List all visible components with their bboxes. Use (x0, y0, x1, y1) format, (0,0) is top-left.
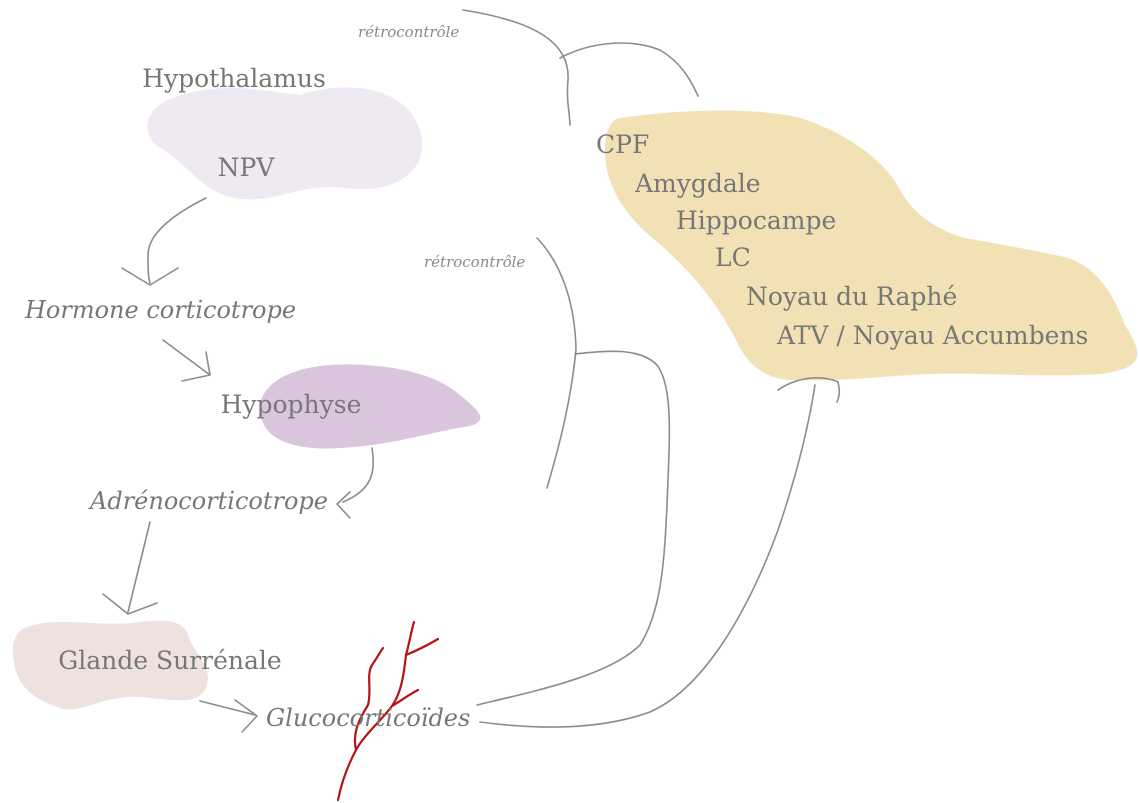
hypothalamus-blob (147, 87, 423, 200)
surrenale-blob (12, 620, 208, 710)
brain-target-item: Amygdale (634, 169, 761, 198)
crh-label: Hormone corticotrope (24, 296, 296, 324)
brain-target-item: Hippocampe (676, 206, 836, 235)
brain-target-list: CPF Amygdale Hippocampe LC Noyau du Raph… (596, 130, 1088, 350)
brain-targets-blob (605, 110, 1138, 381)
arrow-crh-to-hypophyse (162, 339, 211, 382)
feedback-lower-label: rétrocontrôle (424, 253, 525, 271)
feedback-lower-path (476, 237, 671, 706)
brain-target-item: CPF (596, 130, 649, 159)
npv-label: NPV (218, 153, 276, 182)
hypophyse-blob (259, 364, 481, 449)
feedback-upper-label: rétrocontrôle (358, 23, 459, 41)
brain-target-item: Noyau du Raphé (746, 282, 957, 311)
blood-vessel (336, 620, 440, 802)
arrow-glucocorticoids-to-brain (479, 377, 841, 728)
feedback-upper-path (462, 9, 699, 126)
arrow-surrenale-to-glucocorticoids (199, 699, 258, 733)
brain-target-item: ATV / Noyau Accumbens (776, 321, 1088, 350)
glucocorticoids-label: Glucocorticoïdes (266, 704, 470, 732)
arrow-npv-to-crh (121, 197, 207, 286)
hypothalamus-title: Hypothalamus (142, 64, 326, 93)
arrow-hypophyse-to-acth (336, 447, 375, 519)
acth-label: Adrénocorticotrope (88, 487, 328, 515)
brain-target-item: LC (715, 243, 751, 272)
hypophyse-label: Hypophyse (221, 390, 362, 419)
arrow-acth-to-surrenale (102, 521, 158, 615)
surrenale-label: Glande Surrénale (58, 646, 281, 675)
